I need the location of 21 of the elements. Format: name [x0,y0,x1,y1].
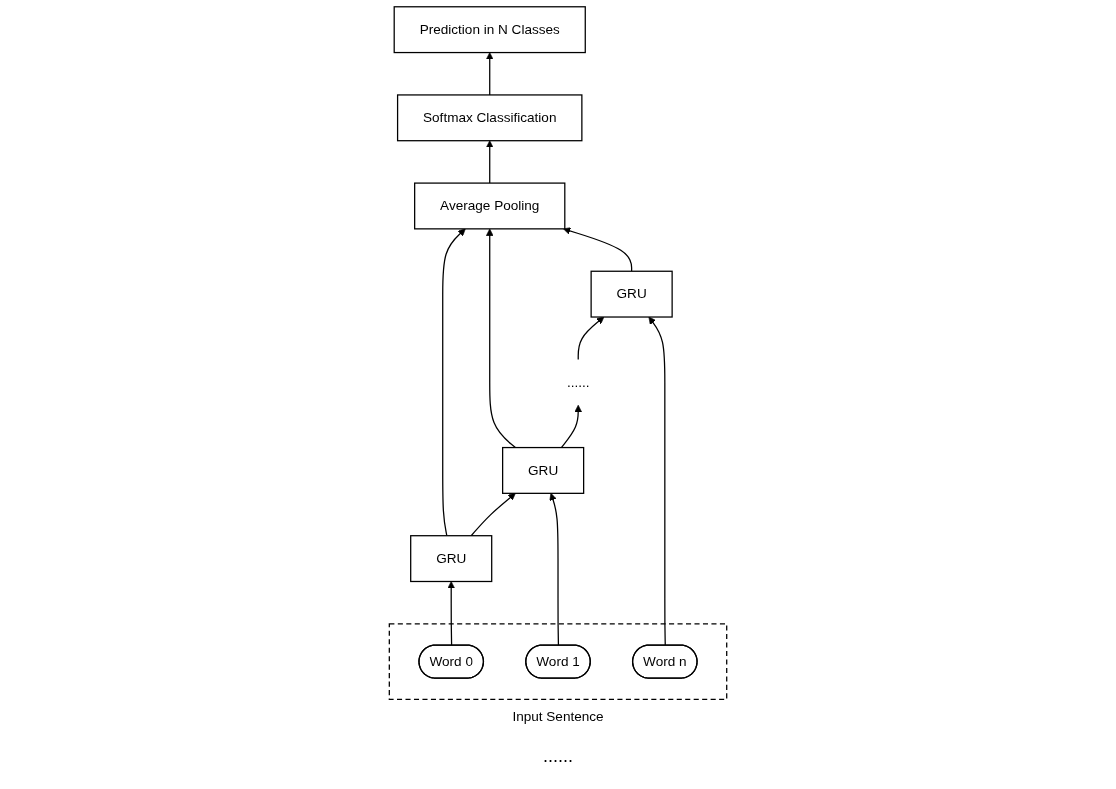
arrow [563,227,633,272]
node-box: GRU [590,270,673,318]
node-text: ...... [566,374,590,390]
arrow [486,52,494,96]
node-box: Softmax Classification [396,94,583,142]
arrow [447,581,455,647]
arrow [486,140,494,184]
arrow [549,493,560,647]
arrow [470,493,516,537]
cluster [388,623,728,700]
ellipsis-text: ...... [543,746,573,766]
arrow [560,404,582,449]
node-label: Input Sentence [512,708,604,724]
node-box: Prediction in N Classes [393,6,586,54]
arrow [442,228,466,537]
node-box: GRU [410,535,493,583]
node-box: Average Pooling [414,182,566,230]
arrow [577,316,605,361]
node-box: GRU [502,446,585,494]
arrow [648,316,666,647]
arrow [486,228,517,449]
